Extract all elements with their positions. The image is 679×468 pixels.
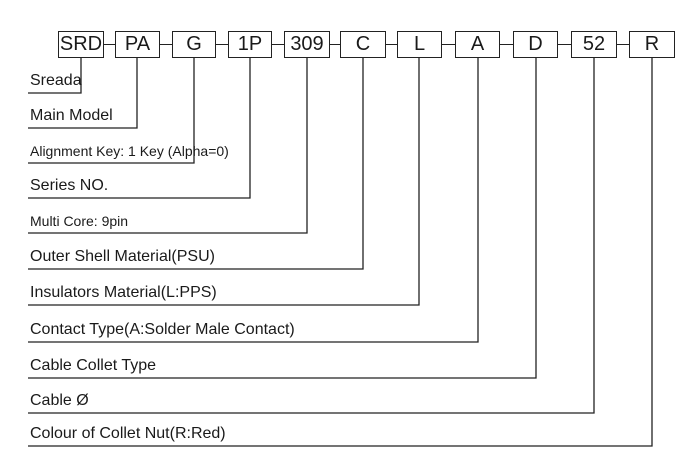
code-box-r: R [629,31,675,58]
connector-309 [28,58,308,234]
connector-52 [28,58,595,414]
separator-dash [330,44,340,46]
code-box-a: A [455,31,500,58]
label-main-model: Main Model [30,107,113,124]
connector-l [28,58,420,306]
code-box-srd: SRD [58,31,104,58]
connector-pa [28,58,138,129]
connector-g [28,58,195,164]
code-box-309: 309 [284,31,330,58]
separator-dash [617,44,629,46]
separator-dash [104,44,115,46]
connector-1p [28,58,251,199]
code-box-g: G [172,31,216,58]
separator-dash [216,44,228,46]
label-contact-type: Contact Type(A:Solder Male Contact) [30,321,295,338]
code-box-pa: PA [115,31,160,58]
connector-a [28,58,479,343]
label-multi-core: Multi Core: 9pin [30,213,129,229]
connector-c [28,58,364,270]
code-box-52: 52 [571,31,617,58]
connector-d [28,58,537,379]
code-box-c: C [340,31,386,58]
label-outer-shell: Outer Shell Material(PSU) [30,248,215,265]
separator-dash [386,44,397,46]
connector-srd [28,58,82,94]
label-insulators: Insulators Material(L:PPS) [30,284,217,301]
separator-dash [160,44,172,46]
separator-dash [500,44,513,46]
label-alignment-key: Alignment Key: 1 Key (Alpha=0) [30,143,229,159]
connector-r [28,58,653,447]
label-collet-nut-colour: Colour of Collet Nut(R:Red) [30,425,226,442]
code-box-1p: 1P [228,31,272,58]
separator-dash [442,44,455,46]
separator-dash [558,44,571,46]
label-cable-collet-type: Cable Collet Type [30,357,156,374]
separator-dash [272,44,284,46]
label-brand: Sreada [30,72,82,89]
label-cable-diameter: Cable Ø [30,392,89,409]
code-box-l: L [397,31,442,58]
code-box-d: D [513,31,558,58]
label-series-no: Series NO. [30,177,109,194]
